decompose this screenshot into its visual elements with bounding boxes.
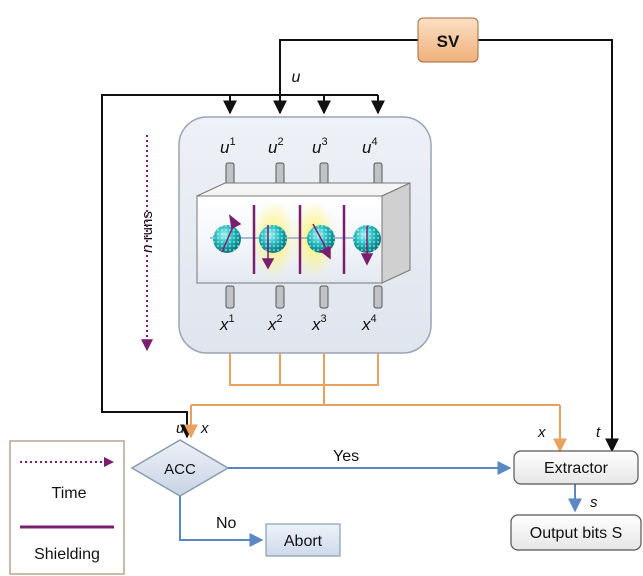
input-labels: u1 u2 u3 u4 (220, 136, 378, 157)
sv-label: SV (437, 32, 460, 51)
sv-box: SV (417, 17, 479, 63)
output-pins (225, 285, 383, 309)
decision-wires (179, 461, 582, 547)
sv-wires (101, 39, 619, 453)
input-label: u4 (362, 136, 378, 157)
abort-box: Abort (265, 523, 341, 557)
s-label: s (590, 494, 598, 511)
abort-label: Abort (284, 533, 323, 550)
output-label: x2 (267, 313, 283, 334)
n-runs-label: n runs (139, 211, 156, 253)
t-label: t (596, 424, 601, 441)
spin-arrows (221, 214, 374, 270)
x-acc-label: x (200, 420, 209, 437)
legend-shielding-label: Shielding (34, 546, 100, 563)
u-top-label: u (292, 69, 301, 86)
extractor-label: Extractor (544, 460, 609, 477)
output-label: x3 (311, 313, 327, 334)
yes-label: Yes (333, 448, 359, 465)
extractor-box: Extractor (513, 450, 639, 485)
output-box: Output bits S (510, 514, 642, 551)
output-label-box: Output bits S (530, 525, 623, 542)
device-box (196, 182, 411, 284)
acc-decision: ACC (130, 439, 230, 497)
u-acc-label: u (176, 420, 185, 437)
x-extractor-label: x (537, 424, 546, 441)
legend: Time Shielding (9, 440, 125, 575)
output-label: x4 (361, 313, 377, 334)
legend-time-label: Time (52, 485, 87, 502)
input-label: u2 (268, 136, 284, 157)
input-label: u1 (220, 136, 236, 157)
legend-time-arrowhead (104, 457, 114, 467)
output-label: x1 (219, 313, 235, 334)
output-wires (184, 353, 567, 453)
output-labels: x1 x2 x3 x4 (219, 313, 377, 334)
acc-label: ACC (164, 461, 196, 478)
input-pins (225, 162, 383, 186)
atom-icon (259, 225, 287, 253)
no-label: No (216, 515, 237, 532)
input-label: u3 (312, 136, 328, 157)
